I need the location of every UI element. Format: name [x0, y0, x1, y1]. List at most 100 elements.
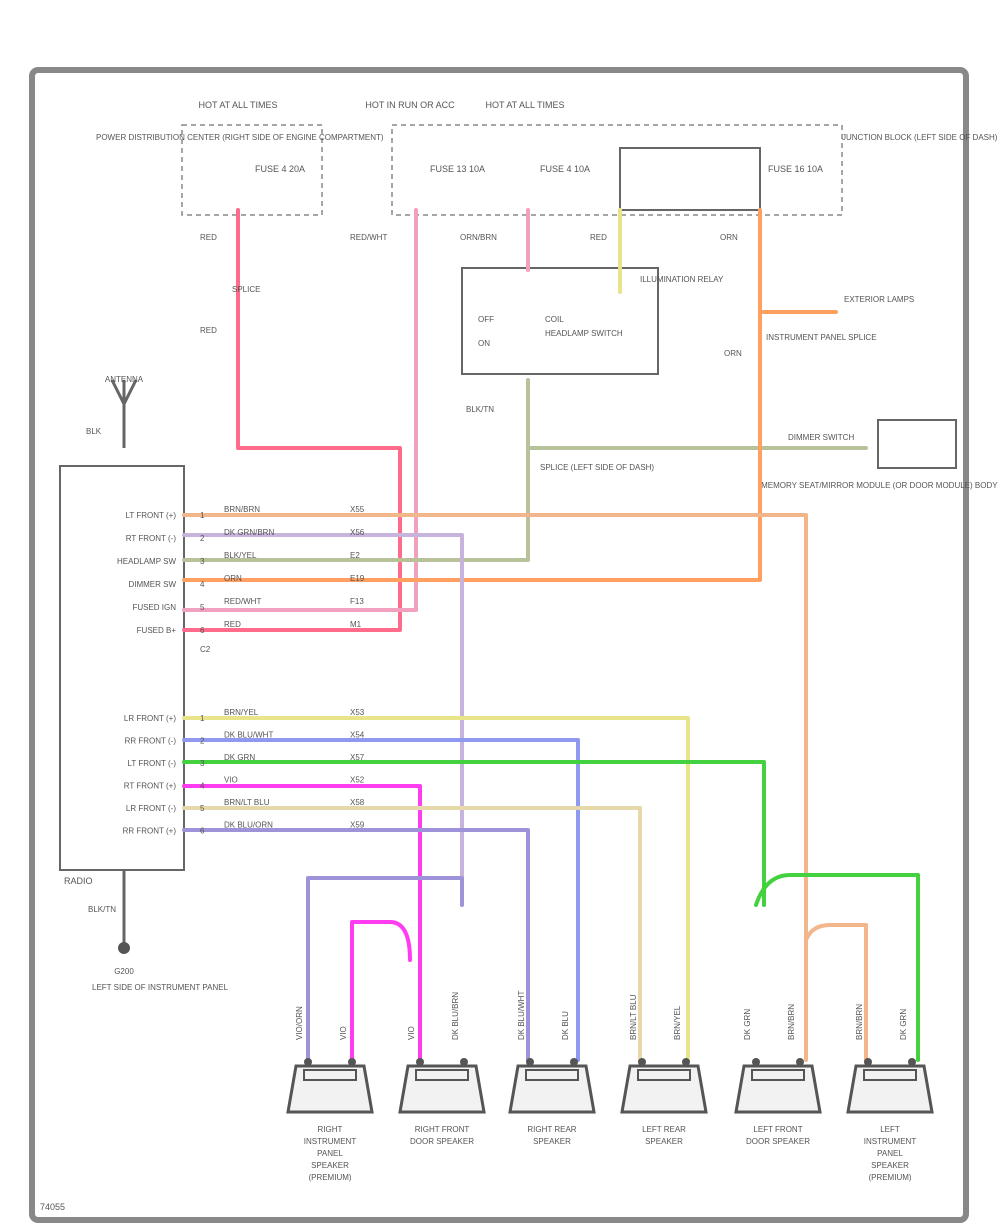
radio-top-pin-name: LT FRONT (+) — [126, 511, 177, 520]
radio-conn-b: C2 — [200, 645, 211, 654]
wire-blue-spk3 — [182, 738, 580, 1062]
relay-off: OFF — [478, 315, 494, 324]
radio-bottom-pin-number: 2 — [200, 737, 205, 746]
wire-orange-fuse4 — [182, 208, 762, 582]
radio-bottom-pin-code: X53 — [350, 708, 365, 717]
ground-text: LEFT SIDE OF INSTRUMENT PANEL — [92, 983, 229, 992]
speaker-name-line: SPEAKER — [645, 1137, 683, 1146]
speaker-name-line: (PREMIUM) — [868, 1173, 911, 1182]
diagram-frame — [29, 67, 969, 1223]
ground-symbol: G200 LEFT SIDE OF INSTRUMENT PANEL — [92, 870, 229, 992]
wire-label-antenna: BLK — [86, 427, 102, 436]
radio-bottom-pin-number: 4 — [200, 782, 205, 791]
illumination-relay: ILLUMINATION RELAY OFF ON COIL HEADLAMP … — [461, 267, 724, 375]
radio-bottom-pin-wire: DK GRN — [224, 753, 255, 762]
wire-violet-spk1 — [306, 876, 464, 1062]
wire-label-ground: BLK/TN — [88, 905, 116, 914]
speaker-wire-right-label: DK GRN — [899, 1009, 908, 1040]
radio-top-pin-name: RT FRONT (-) — [126, 534, 177, 543]
speaker-wire-left-label: BRN/LT BLU — [629, 994, 638, 1040]
radio-bottom-pin-code: X59 — [350, 821, 365, 830]
speaker-name-line: LEFT REAR — [642, 1125, 686, 1134]
radio-top-pin-wire: ORN — [224, 574, 242, 583]
wire-label-w2-top: RED/WHT — [350, 233, 387, 242]
fuse-4-side-label: JUNCTION BLOCK (LEFT SIDE OF DASH) — [842, 133, 998, 142]
radio-top-pin-wire: RED/WHT — [224, 597, 261, 606]
wire-label-w5-mid: ORN — [724, 349, 742, 358]
radio-name: RADIO — [64, 876, 93, 886]
fuse-4-text: FUSE 16 10A — [768, 164, 823, 174]
antenna-icon: ANTENNA — [105, 375, 144, 448]
radio-top-pin-number: 4 — [200, 580, 205, 589]
radio-bottom-pin-code: X52 — [350, 776, 365, 785]
speaker-icon — [508, 1064, 596, 1114]
speaker-icon — [286, 1064, 374, 1114]
wire-label-w1-top: RED — [200, 233, 217, 242]
radio-bottom-pin-wire: VIO — [224, 776, 238, 785]
wire-magenta-spk1 — [350, 920, 412, 1062]
speaker-name-line: RIGHT REAR — [527, 1125, 576, 1134]
speaker-wire-left-label: DK GRN — [743, 1009, 752, 1040]
fuse-1-title: HOT AT ALL TIMES — [198, 100, 277, 110]
radio-top-pin-code: M1 — [350, 620, 362, 629]
speaker-name-line: DOOR SPEAKER — [410, 1137, 474, 1146]
wire-green-spk5 — [182, 760, 766, 907]
fuse-2-text: FUSE 13 10A — [430, 164, 485, 174]
wire-label-w3-top: ORN/BRN — [460, 233, 497, 242]
wire-tan-spk4 — [182, 806, 642, 1062]
radio-bottom-pin-wire: DK BLU/ORN — [224, 821, 273, 830]
radio-top-pin-name: FUSED IGN — [132, 603, 176, 612]
wire-layer — [182, 208, 920, 1062]
speaker-name-line: SPEAKER — [311, 1161, 349, 1170]
speaker-name-line: INSTRUMENT — [304, 1137, 357, 1146]
fuse-3-text: FUSE 4 10A — [540, 164, 590, 174]
radio-top-pin-name: DIMMER SW — [128, 580, 176, 589]
radio-bottom-pin-name: LR FRONT (-) — [126, 804, 176, 813]
radio-bottom-pin-number: 3 — [200, 759, 205, 768]
speaker-wire-right-label: BRN/BRN — [787, 1004, 796, 1040]
speaker-wire-right-label: DK BLU/BRN — [451, 992, 460, 1040]
radio-bottom-pin-wire: BRN/YEL — [224, 708, 259, 717]
wire-label-w1-bot: RED — [200, 326, 217, 335]
radio-bottom-pin-code: X54 — [350, 731, 365, 740]
wire-label-dimmer: DIMMER SWITCH — [788, 433, 854, 442]
speaker-name-line: LEFT — [880, 1125, 900, 1134]
splice-note: SPLICE (LEFT SIDE OF DASH) — [540, 463, 654, 472]
radio-top-pin-wire: DK GRN/BRN — [224, 528, 274, 537]
speaker-wire-right-label: BRN/YEL — [673, 1005, 682, 1040]
wire-violet-spk3 — [182, 828, 530, 1062]
radio-bottom-pin-code: X58 — [350, 798, 365, 807]
wire-label-w3-bot: BLK/TN — [466, 405, 494, 414]
ext-lamps-label: EXTERIOR LAMPS — [844, 295, 914, 304]
splice-note-2: INSTRUMENT PANEL SPLICE — [766, 333, 877, 342]
radio-top-pin-code: E2 — [350, 551, 360, 560]
ground-label: G200 — [114, 967, 134, 976]
wire-label-w1-mid: SPLICE — [232, 285, 260, 294]
wire-green-spk6 — [754, 873, 920, 1062]
wire-redwht-fuse2 — [182, 208, 418, 612]
radio-bottom-pin-name: RR FRONT (+) — [123, 827, 177, 836]
radio-top-pin-code: X55 — [350, 505, 365, 514]
radio-top-pin-code: F13 — [350, 597, 364, 606]
fuse-box-2: HOT IN RUN OR ACC FUSE 13 10A HOT AT ALL… — [365, 100, 998, 216]
speaker-name-line: (PREMIUM) — [308, 1173, 351, 1182]
fuse-1-text: FUSE 4 20A — [255, 164, 305, 174]
radio-bottom-pin-number: 5 — [200, 804, 205, 813]
radio-top-pin-wire: BLK/YEL — [224, 551, 257, 560]
radio-top-pin-number: 1 — [200, 511, 205, 520]
wire-ltfront-plus — [182, 513, 808, 932]
speaker-wire-left-label: DK BLU/WHT — [517, 991, 526, 1040]
relay-name: ILLUMINATION RELAY — [640, 275, 724, 284]
radio-top-pin-code: E19 — [350, 574, 365, 583]
speaker-wire-left-label: BRN/BRN — [855, 1004, 864, 1040]
speaker-name-line: DOOR SPEAKER — [746, 1137, 810, 1146]
radio-bottom-pin-code: X57 — [350, 753, 365, 762]
radio-top-pin-number: 3 — [200, 557, 205, 566]
